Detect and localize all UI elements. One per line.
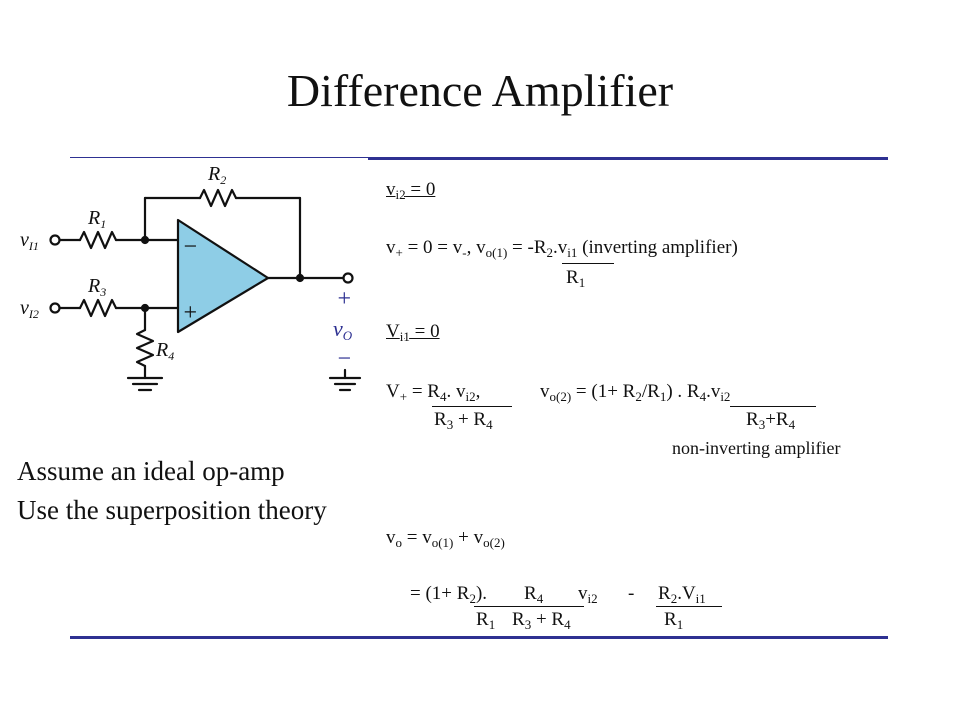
final-term-3: vi2	[578, 583, 598, 606]
input1-terminal	[49, 234, 61, 246]
final-term-2: R4	[524, 583, 544, 606]
case2-denominator-1: R3 + R4	[434, 409, 493, 432]
case2-vplus-equation: V+ = R4. vi2,	[386, 381, 481, 404]
case2-fraction-line-1	[432, 406, 512, 407]
page-title: Difference Amplifier	[286, 65, 674, 116]
difference-amplifier-circuit: vI1 vI2 R1 R2 R3 R4 − + + vO −	[20, 163, 362, 392]
case1-denominator: R1	[566, 267, 586, 290]
final-denominator-2: R3 + R4	[512, 609, 571, 632]
case2-vo2-equation: vo(2) = (1+ R2/R1) . R4.vi2	[540, 381, 731, 404]
r3-label: R3	[87, 275, 106, 299]
r4-resistor	[135, 328, 155, 368]
total-equation: vo = vo(1) + vo(2)	[386, 527, 505, 550]
output-label: vO	[333, 316, 353, 343]
output-terminal	[342, 272, 354, 284]
top-rule-thick	[368, 157, 888, 160]
input2-label: vI2	[20, 297, 39, 321]
final-term-4: R2.Vi1	[658, 583, 706, 606]
output-plus: +	[336, 286, 352, 312]
case2-denominator-2: R3+R4	[746, 409, 796, 432]
input2-terminal	[49, 302, 61, 314]
case1-equation: v+ = 0 = v-, vo(1) = -R2.vi1 (inverting …	[386, 237, 738, 260]
noninverting-sign: +	[182, 300, 198, 326]
note-superposition: Use the superposition theory	[17, 495, 327, 525]
final-fraction-line-1	[474, 606, 514, 607]
final-denominator-3: R1	[664, 609, 684, 632]
case1-condition: vi2 = 0	[386, 179, 436, 202]
r2-label: R2	[207, 163, 226, 187]
bottom-rule	[70, 636, 888, 639]
case2-condition: Vi1 = 0	[386, 321, 440, 344]
r1-label: R1	[87, 207, 106, 231]
final-minus: -	[628, 583, 635, 604]
noninverting-label: non-inverting amplifier	[672, 438, 841, 458]
r1-resistor	[78, 230, 118, 250]
final-denominator-1: R1	[476, 609, 496, 632]
opamp-triangle	[176, 218, 270, 334]
r2-resistor	[198, 188, 238, 208]
r4-label: R4	[155, 339, 174, 363]
final-fraction-line-3	[656, 606, 722, 607]
final-term-1: = (1+ R2).	[410, 583, 488, 606]
case2-fraction-line-2	[730, 406, 816, 407]
final-fraction-line-2	[514, 606, 584, 607]
r3-resistor	[78, 298, 118, 318]
note-ideal-opamp: Assume an ideal op-amp	[17, 456, 285, 486]
input1-label: vI1	[20, 229, 39, 253]
output-minus: −	[336, 346, 352, 372]
top-rule-thin	[70, 157, 368, 158]
case1-fraction-line	[562, 263, 614, 264]
inverting-sign: −	[182, 234, 198, 260]
